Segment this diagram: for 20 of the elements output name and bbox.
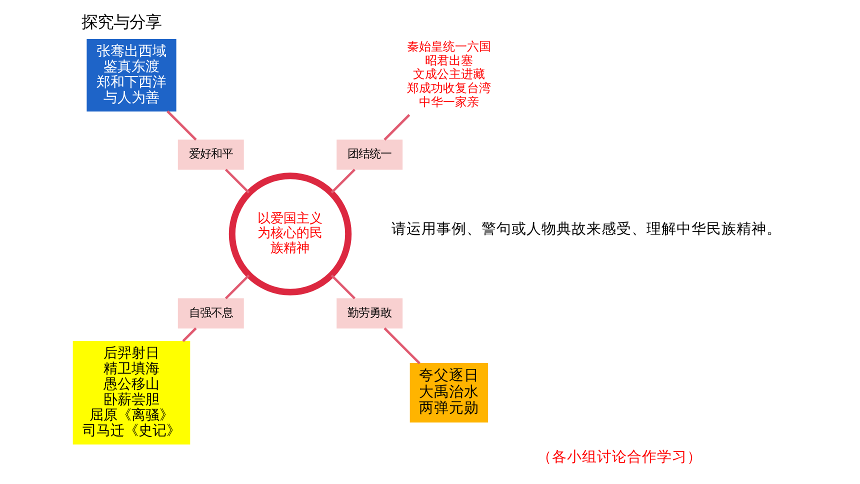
- connector: [224, 274, 250, 300]
- label: 请运用事例、警句或人物典故来感受、理解中华民族精神。: [392, 220, 782, 238]
- connector: [384, 114, 410, 141]
- node-box: 张骞出西域 鉴真东渡 郑和下西洋 与人为善: [86, 39, 176, 112]
- label: （各小组讨论合作学习）: [536, 448, 702, 466]
- connector: [384, 327, 420, 364]
- diagram-title: 探究与分享: [81, 12, 162, 32]
- connector: [182, 327, 197, 342]
- node-circle: 以爱国主义为核心的民族精神: [228, 172, 352, 296]
- connector: [166, 110, 197, 141]
- node-text: 秦始皇统一六国 昭君出塞 文成公主进藏 郑成功收复台湾 中华一家亲: [406, 39, 491, 109]
- node-box: 自强不息: [178, 298, 244, 328]
- connector: [330, 168, 356, 194]
- node-box: 爱好和平: [178, 140, 244, 170]
- connector: [330, 274, 356, 300]
- node-box: 夸父逐日 大禹治水 两弹元勋: [410, 363, 488, 422]
- node-box: 后羿射日 精卫填海 愚公移山 卧薪尝胆 屈原《离骚》 司马迁《史记》: [72, 341, 190, 444]
- node-box: 勤劳勇敢: [336, 298, 403, 328]
- connector: [224, 168, 250, 194]
- node-box: 团结统一: [336, 140, 403, 170]
